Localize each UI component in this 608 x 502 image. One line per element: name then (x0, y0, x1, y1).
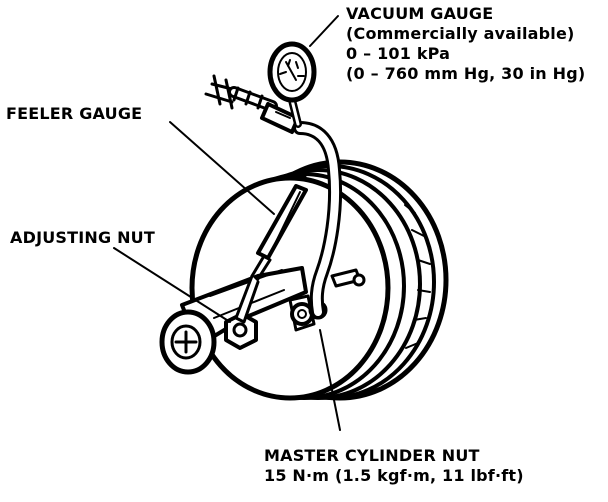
master-cylinder-nut-leader (319, 329, 341, 431)
vacuum-gauge (267, 41, 317, 128)
feeler-gauge-leader (169, 121, 275, 215)
adjusting-nut-label: ADJUSTING NUT (10, 228, 155, 247)
master-cylinder-nut-label: MASTER CYLINDER NUT 15 N·m (1.5 kgf·m, 1… (264, 446, 524, 486)
vacuum-gauge-label: VACUUM GAUGE (Commercially available) 0 … (346, 4, 585, 84)
vacuum-gauge-title: VACUUM GAUGE (346, 4, 494, 23)
adjusting-nut-leader (113, 247, 231, 323)
feeler-gauge-label: FEELER GAUGE (6, 104, 143, 123)
vacuum-gauge-leader (309, 15, 339, 47)
master-cylinder-nut-title: MASTER CYLINDER NUT (264, 446, 480, 465)
vacuum-gauge-availability: (Commercially available) (346, 24, 575, 43)
master-cylinder-nut-torque: 15 N·m (1.5 kgf·m, 11 lbf·ft) (264, 466, 524, 485)
vacuum-hose (204, 74, 343, 319)
vacuum-gauge-range-kpa: 0 – 101 kPa (346, 44, 451, 63)
vacuum-gauge-range-hg: (0 – 760 mm Hg, 30 in Hg) (346, 64, 586, 83)
feeler-gauge (234, 184, 308, 324)
leader-lines (113, 15, 341, 431)
